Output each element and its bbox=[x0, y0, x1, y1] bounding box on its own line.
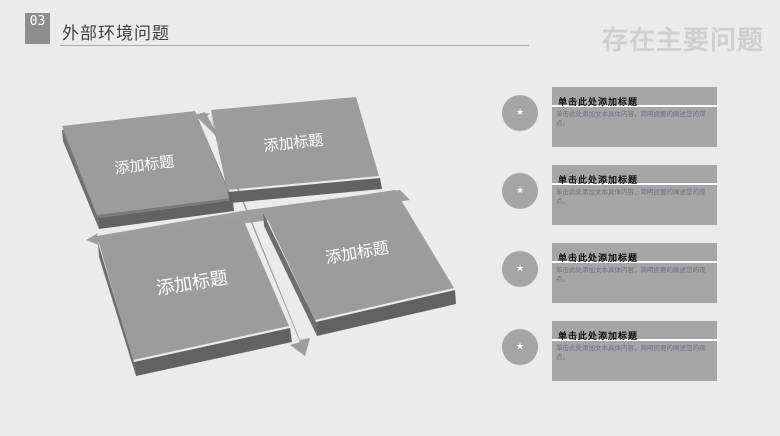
item-body-4: 单击此处添加文本具体内容，简明扼要的阐述您的观点。 bbox=[556, 344, 706, 361]
star-icon: ★ bbox=[502, 173, 538, 209]
star-icon: ★ bbox=[502, 329, 538, 365]
item-title-1: 单击此处添加标题 bbox=[558, 98, 639, 108]
list-item-4: ★ 单击此处添加标题 单击此处添加文本具体内容，简明扼要的阐述您的观点。 bbox=[502, 321, 717, 381]
item-card-2[interactable]: 单击此处添加标题 单击此处添加文本具体内容，简明扼要的阐述您的观点。 bbox=[552, 165, 717, 225]
page-title: 存在主要问题 bbox=[601, 26, 764, 56]
item-card-1[interactable]: 单击此处添加标题 单击此处添加文本具体内容，简明扼要的阐述您的观点。 bbox=[552, 87, 717, 147]
list-item-3: ★ 单击此处添加标题 单击此处添加文本具体内容，简明扼要的阐述您的观点。 bbox=[502, 243, 717, 303]
list-item-2: ★ 单击此处添加标题 单击此处添加文本具体内容，简明扼要的阐述您的观点。 bbox=[502, 165, 717, 225]
title-divider bbox=[60, 45, 529, 46]
quadrant-tile-3[interactable]: 添加标题 bbox=[98, 219, 292, 376]
item-body-3: 单击此处添加文本具体内容，简明扼要的阐述您的观点。 bbox=[556, 266, 706, 283]
star-icon: ★ bbox=[502, 251, 538, 287]
item-card-3[interactable]: 单击此处添加标题 单击此处添加文本具体内容，简明扼要的阐述您的观点。 bbox=[552, 243, 717, 303]
item-card-4[interactable]: 单击此处添加标题 单击此处添加文本具体内容，简明扼要的阐述您的观点。 bbox=[552, 321, 717, 381]
quadrant-tile-4[interactable]: 添加标题 bbox=[263, 190, 456, 336]
section-number-badge: 03 bbox=[25, 13, 50, 44]
item-body-2: 单击此处添加文本具体内容，简明扼要的阐述您的观点。 bbox=[556, 188, 706, 205]
quadrant-tile-2[interactable]: 添加标题 bbox=[211, 97, 382, 203]
arrow-up-right-tip bbox=[195, 113, 210, 120]
arrow-down bbox=[195, 112, 310, 356]
item-body-1: 单击此处添加文本具体内容，简明扼要的阐述您的观点。 bbox=[556, 110, 706, 127]
item-title-3: 单击此处添加标题 bbox=[558, 254, 639, 264]
item-title-2: 单击此处添加标题 bbox=[558, 176, 639, 186]
list-item-1: ★ 单击此处添加标题 单击此处添加文本具体内容，简明扼要的阐述您的观点。 bbox=[502, 87, 717, 147]
star-icon: ★ bbox=[502, 95, 538, 131]
quadrant-tile-1[interactable]: 添加标题 bbox=[62, 111, 234, 229]
section-title: 外部环境问题 bbox=[62, 24, 170, 44]
item-title-4: 单击此处添加标题 bbox=[558, 332, 639, 342]
